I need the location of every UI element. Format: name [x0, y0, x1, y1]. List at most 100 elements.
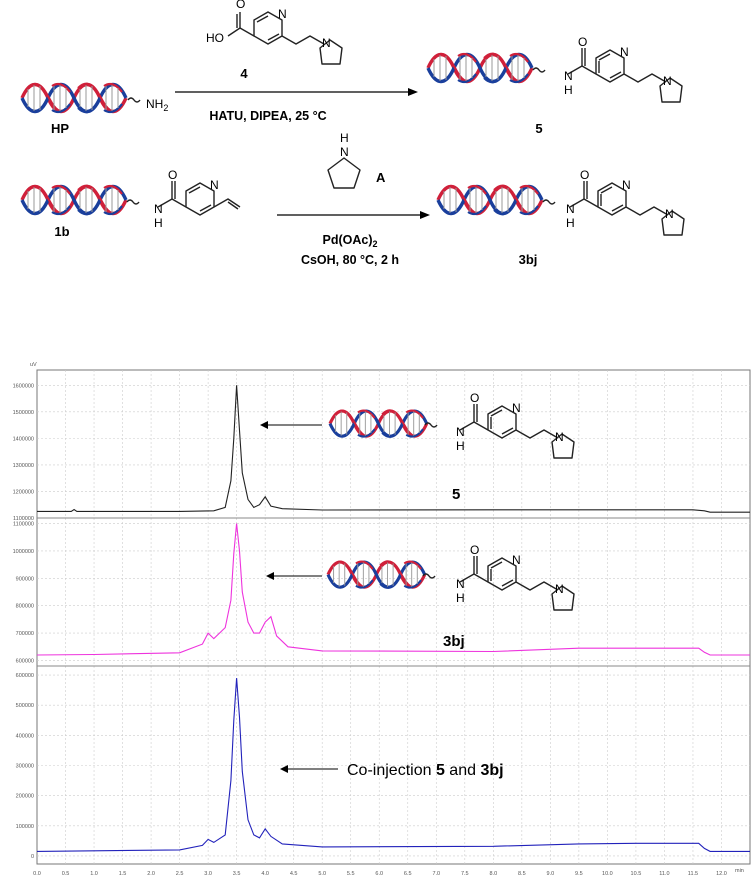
svg-text:N: N	[456, 425, 465, 439]
chromatogram-frame	[36, 369, 751, 865]
start-1b-structure: N H O N	[154, 168, 241, 230]
y-tick-label: 1100000	[13, 521, 34, 527]
svg-text:O: O	[580, 168, 589, 182]
x-tick-label: 8.0	[489, 871, 497, 877]
product-5-dna-icon	[426, 52, 534, 84]
x-tick-label: 12.0	[716, 871, 727, 877]
x-tick-label: 11.0	[659, 871, 669, 877]
svg-text:N: N	[340, 145, 349, 159]
y-tick-label: 0	[31, 854, 34, 860]
y-tick-label: 1400000	[13, 436, 34, 442]
y-tick-label: 1600000	[13, 383, 34, 389]
y-unit-label: uV	[30, 362, 37, 368]
x-tick-label: 1.0	[90, 871, 98, 877]
x-tick-label: 0.5	[62, 871, 70, 877]
svg-text:N: N	[622, 178, 631, 192]
trace2-linker	[422, 573, 436, 579]
1b-dna-icon	[20, 184, 128, 216]
reagent-a-structure: N H	[327, 131, 361, 189]
svg-text:N: N	[665, 207, 674, 221]
x-tick-label: 2.5	[176, 871, 184, 877]
x-tick-label: 8.5	[518, 871, 526, 877]
x-tick-label: 2.0	[147, 871, 155, 877]
svg-text:N: N	[555, 430, 564, 444]
svg-text:O: O	[168, 168, 177, 182]
trace3-label: Co-injection 5 and 3bj	[347, 762, 504, 779]
svg-text:N: N	[663, 74, 672, 88]
hp-nh2: NH2	[146, 97, 168, 113]
y-tick-label: 900000	[16, 576, 34, 582]
x-tick-label: 6.0	[375, 871, 383, 877]
trace-co-injection	[36, 678, 750, 852]
y-tick-label: 400000	[16, 733, 34, 739]
y-tick-label: 100000	[16, 824, 34, 830]
y-tick-label: 600000	[16, 659, 34, 665]
label-product-3bj: 3bj	[519, 252, 538, 267]
svg-text:N: N	[322, 36, 331, 50]
x-tick-label: 11.5	[688, 871, 698, 877]
trace2-structure: N H O N N	[456, 543, 575, 611]
x-tick-label: 4.0	[261, 871, 269, 877]
x-tick-label: 6.5	[404, 871, 412, 877]
reaction-arrow-bottom-head	[420, 211, 430, 219]
svg-text:N: N	[456, 577, 465, 591]
conditions-bottom-2: CsOH, 80 °C, 2 h	[301, 253, 399, 267]
x-tick-label: 5.0	[318, 871, 326, 877]
y-tick-label: 200000	[16, 794, 34, 800]
trace1-label: 5	[452, 486, 460, 503]
y-tick-label: 600000	[16, 673, 34, 679]
svg-text:N: N	[154, 202, 163, 216]
y-tick-label: 1200000	[13, 489, 34, 495]
x-tick-label: 3.0	[204, 871, 212, 877]
svg-text:N: N	[512, 553, 521, 567]
x-tick-label: 10.5	[631, 871, 642, 877]
y-tick-label: 1300000	[13, 463, 34, 469]
x-tick-label: 3.5	[233, 871, 241, 877]
y-tick-label: 1500000	[13, 410, 34, 416]
hp-dna-icon	[20, 82, 128, 114]
svg-text:H: H	[564, 83, 573, 97]
x-tick-label: 9.5	[575, 871, 583, 877]
svg-text:O: O	[578, 35, 587, 49]
conditions-top: HATU, DIPEA, 25 °C	[209, 109, 326, 123]
svg-text:N: N	[512, 401, 521, 415]
product-3bj-dna-icon	[436, 184, 544, 216]
label-reagent-4: 4	[240, 66, 248, 81]
y-tick-label: 1100000	[13, 516, 34, 522]
product-5-structure: N H O N N	[564, 35, 683, 103]
reaction-arrow-top-head	[408, 88, 418, 96]
svg-text:H: H	[154, 216, 163, 230]
x-tick-label: 5.5	[347, 871, 355, 877]
svg-text:O: O	[236, 0, 245, 11]
label-1b: 1b	[54, 224, 69, 239]
arrow-trace-2-head	[266, 572, 274, 580]
reagent-4-structure: HO O N N	[206, 0, 343, 65]
y-tick-labels: 1600000 1500000 1400000 1300000 1200000 11000…	[13, 383, 34, 860]
y-tick-label: 1000000	[13, 549, 34, 555]
x-tick-label: 9.0	[547, 871, 555, 877]
svg-text:H: H	[456, 439, 465, 453]
x-tick-label: 1.5	[119, 871, 127, 877]
x-tick-label: 10.0	[602, 871, 613, 877]
hp-linker	[127, 97, 141, 103]
svg-text:O: O	[470, 543, 479, 557]
svg-text:HO: HO	[206, 31, 224, 45]
trace-3bj	[36, 523, 750, 656]
1b-linker	[126, 199, 140, 205]
svg-text:N: N	[566, 202, 575, 216]
svg-text:H: H	[340, 131, 349, 145]
svg-text:N: N	[620, 45, 629, 59]
product-3bj-linker	[542, 199, 556, 205]
product-5-linker	[532, 67, 546, 73]
label-hp: HP	[51, 121, 69, 136]
arrow-trace-3-head	[280, 765, 288, 773]
svg-text:N: N	[564, 69, 573, 83]
trace-5	[37, 385, 750, 513]
trace2-label: 3bj	[443, 633, 465, 650]
arrow-trace-1-head	[260, 421, 268, 429]
trace1-structure: N H O N N	[456, 391, 575, 459]
svg-text:N: N	[210, 178, 219, 192]
y-tick-label: 500000	[16, 703, 34, 709]
